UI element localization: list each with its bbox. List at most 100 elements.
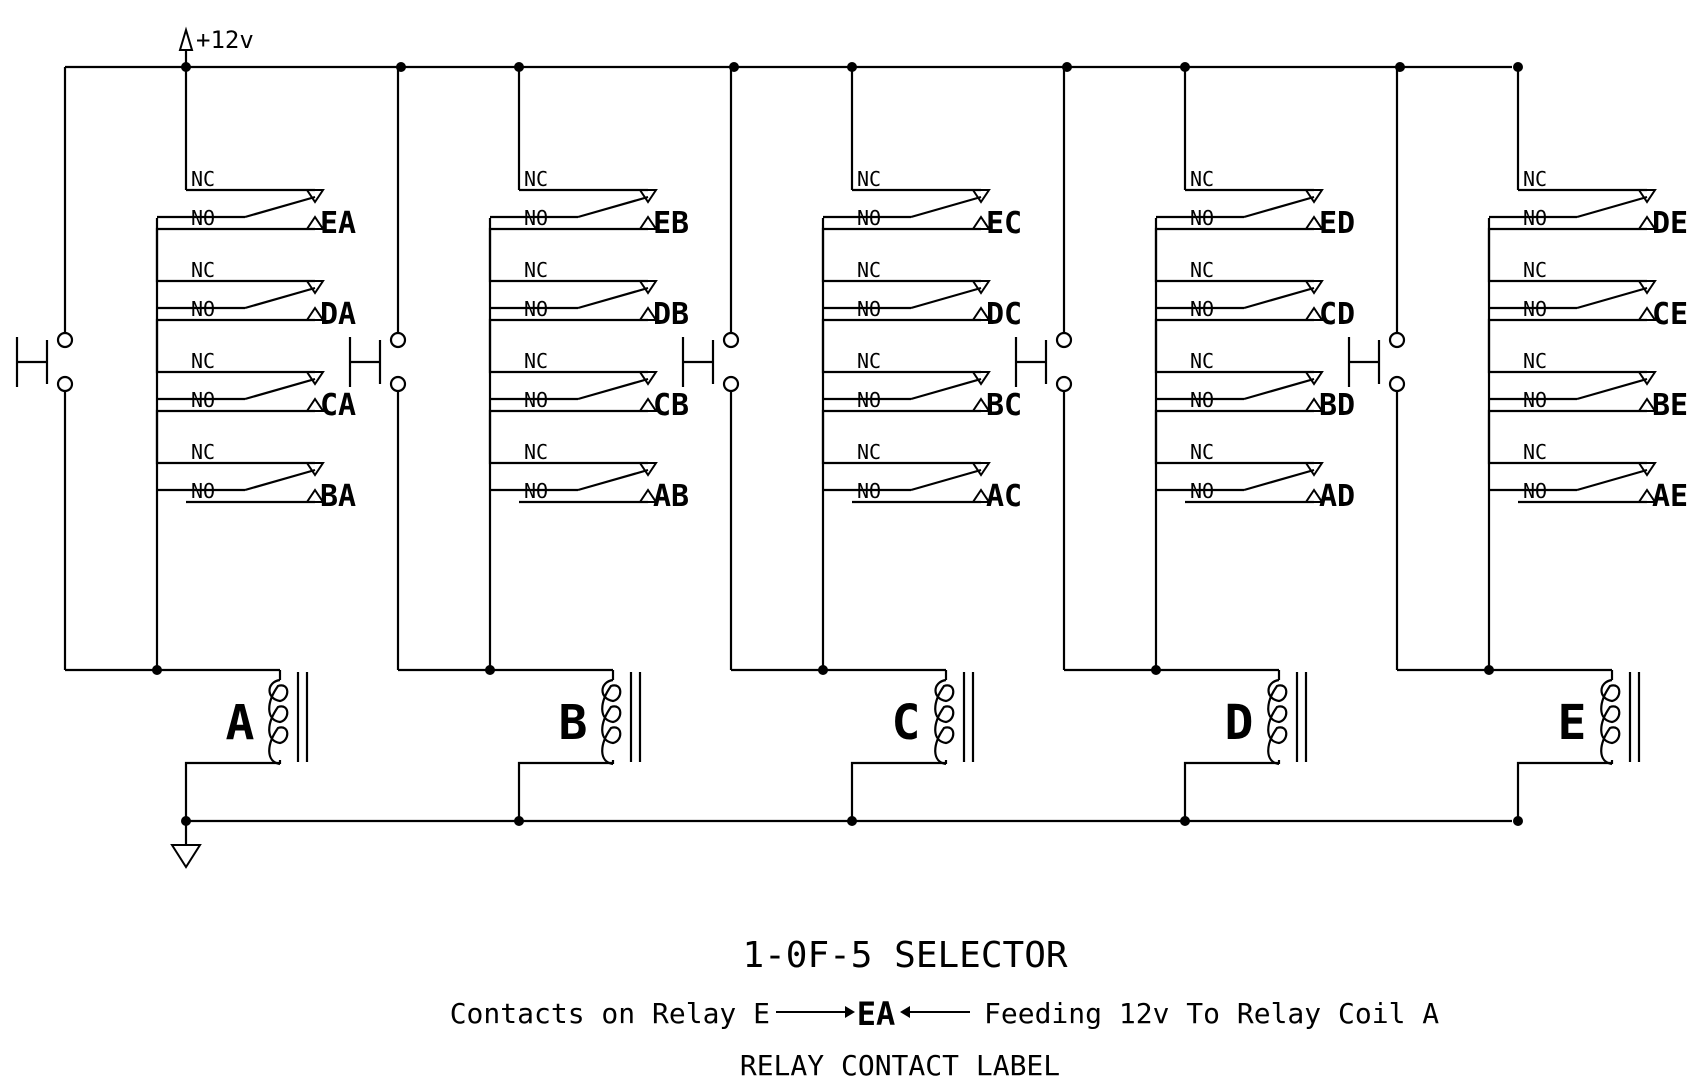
relay-d-nc-contact-symbol [1304, 189, 1324, 204]
relay-b-no-contact-symbol [638, 397, 658, 412]
relay-d-nc-label: NC [1190, 167, 1214, 191]
relay-b-contact-chain [488, 318, 519, 374]
relay-e-coil-return [1516, 761, 1612, 821]
relay-a-contact-label-ba: BA [320, 479, 356, 514]
relay-d-nc-label: NC [1190, 440, 1214, 464]
relay-b-no-contact-symbol [638, 488, 658, 503]
relay-a-contact-chain [155, 318, 186, 374]
relay-c-nc-contact-symbol [971, 462, 991, 477]
relay-a-contact-label-ca: CA [320, 388, 356, 423]
relay-d-nc-contact-symbol [1304, 462, 1324, 477]
relay-c-nc-contact-symbol [971, 280, 991, 295]
relay-d-coil-winding [1267, 678, 1288, 766]
relay-a-switch-blade [244, 468, 316, 492]
relay-e-contact-chain [1487, 227, 1518, 283]
relay-b-switch-blade [577, 195, 649, 219]
relay-a-nc-label: NC [191, 349, 215, 373]
relay-e-contact-label-be: BE [1652, 388, 1688, 423]
relay-e-no-contact-symbol [1637, 215, 1657, 230]
relay-b-switch-blade [577, 286, 649, 310]
relay-a-coil-label: A [226, 695, 255, 751]
relay-a-nc-label: NC [191, 167, 215, 191]
relay-b-pushbutton-contact-bottom [389, 375, 407, 393]
relay-e-nc-label: NC [1523, 440, 1547, 464]
relay-e-switch-blade [1576, 468, 1648, 492]
relay-e-pushbutton-contact-top [1388, 331, 1406, 349]
relay-c-no-contact-symbol [971, 215, 991, 230]
relay-b-switch-blade [577, 377, 649, 401]
relay-e-pushbutton-contact-bottom [1388, 375, 1406, 393]
relay-e-contact-label-ae: AE [1652, 479, 1688, 514]
relay-a-nc-label: NC [191, 258, 215, 282]
relay-a-no-contact-symbol [305, 306, 325, 321]
relay-c-switch-blade [910, 286, 982, 310]
supply-terminal-arrow [178, 26, 194, 51]
relay-a-contact-chain [155, 409, 186, 465]
relay-d-contact-chain [1154, 318, 1185, 374]
relay-d-contact-label-cd: CD [1319, 297, 1355, 332]
relay-b-nc-contact-symbol [638, 189, 658, 204]
relay-c-nc-label: NC [857, 349, 881, 373]
legend-right-text: Feeding 12v To Relay Coil A [984, 997, 1439, 1030]
relay-d-no-contact-symbol [1304, 215, 1324, 230]
relay-b-nc-contact-symbol [638, 280, 658, 295]
relay-a-coil-return [184, 761, 280, 821]
relay-c-coil-winding [934, 678, 955, 766]
relay-b-contact-label-eb: EB [653, 206, 689, 241]
relay-d-contact-chain [1154, 227, 1185, 283]
relay-a-contact-label-da: DA [320, 297, 356, 332]
relay-d-no-contact-symbol [1304, 306, 1324, 321]
relay-b-coil-label: B [559, 695, 588, 751]
relay-d-nc-contact-symbol [1304, 280, 1324, 295]
relay-a-nc-contact-symbol [305, 280, 325, 295]
relay-a-nc-label: NC [191, 440, 215, 464]
relay-b-no-contact-symbol [638, 215, 658, 230]
relay-b-nc-label: NC [524, 440, 548, 464]
legend-contact-label: EA [857, 995, 896, 1033]
legend-left-text: Contacts on Relay E [450, 997, 770, 1030]
relay-b-nc-contact-symbol [638, 371, 658, 386]
relay-d-contact-label-ad: AD [1319, 479, 1355, 514]
ground-junction-dot [847, 816, 857, 826]
relay-a-switch-blade [244, 195, 316, 219]
relay-e-nc-contact-symbol [1637, 280, 1657, 295]
relay-a-coil-winding [268, 678, 289, 766]
relay-d-nc-label: NC [1190, 258, 1214, 282]
relay-a-nc-contact-symbol [305, 189, 325, 204]
relay-e-contact-label-ce: CE [1652, 297, 1688, 332]
relay-a-no-contact-symbol [305, 397, 325, 412]
relay-e-nc-label: NC [1523, 349, 1547, 373]
relay-a-nc-contact-symbol [305, 462, 325, 477]
relay-c-nc-contact-symbol [971, 189, 991, 204]
relay-c-switch-blade [910, 377, 982, 401]
relay-a-contact-chain [155, 227, 186, 283]
relay-b-no-contact-symbol [638, 306, 658, 321]
relay-d-pushbutton-contact-top [1055, 331, 1073, 349]
relay-e-nc-contact-symbol [1637, 371, 1657, 386]
relay-c-no-contact-symbol [971, 306, 991, 321]
relay-d-no-contact-symbol [1304, 397, 1324, 412]
relay-b-contact-label-db: DB [653, 297, 689, 332]
ground-junction-dot [1513, 816, 1523, 826]
relay-d-switch-blade [1243, 377, 1315, 401]
relay-e-switch-blade [1576, 195, 1648, 219]
relay-c-switch-blade [910, 468, 982, 492]
ground-symbol [170, 844, 202, 869]
relay-a-pushbutton-contact-top [56, 331, 74, 349]
relay-c-nc-label: NC [857, 440, 881, 464]
relay-c-no-contact-symbol [971, 397, 991, 412]
relay-c-switch-blade [910, 195, 982, 219]
relay-e-coil-winding [1600, 678, 1621, 766]
relay-a-nc-contact-symbol [305, 371, 325, 386]
relay-e-nc-contact-symbol [1637, 462, 1657, 477]
relay-e-nc-label: NC [1523, 167, 1547, 191]
relay-e-switch-blade [1576, 377, 1648, 401]
relay-b-contact-label-ab: AB [653, 479, 689, 514]
ground-junction-dot [1180, 816, 1190, 826]
relay-b-nc-label: NC [524, 349, 548, 373]
relay-b-contact-chain [488, 409, 519, 465]
relay-b-coil-return [517, 761, 613, 821]
relay-b-contact-chain [488, 227, 519, 283]
relay-c-contact-chain [821, 318, 852, 374]
